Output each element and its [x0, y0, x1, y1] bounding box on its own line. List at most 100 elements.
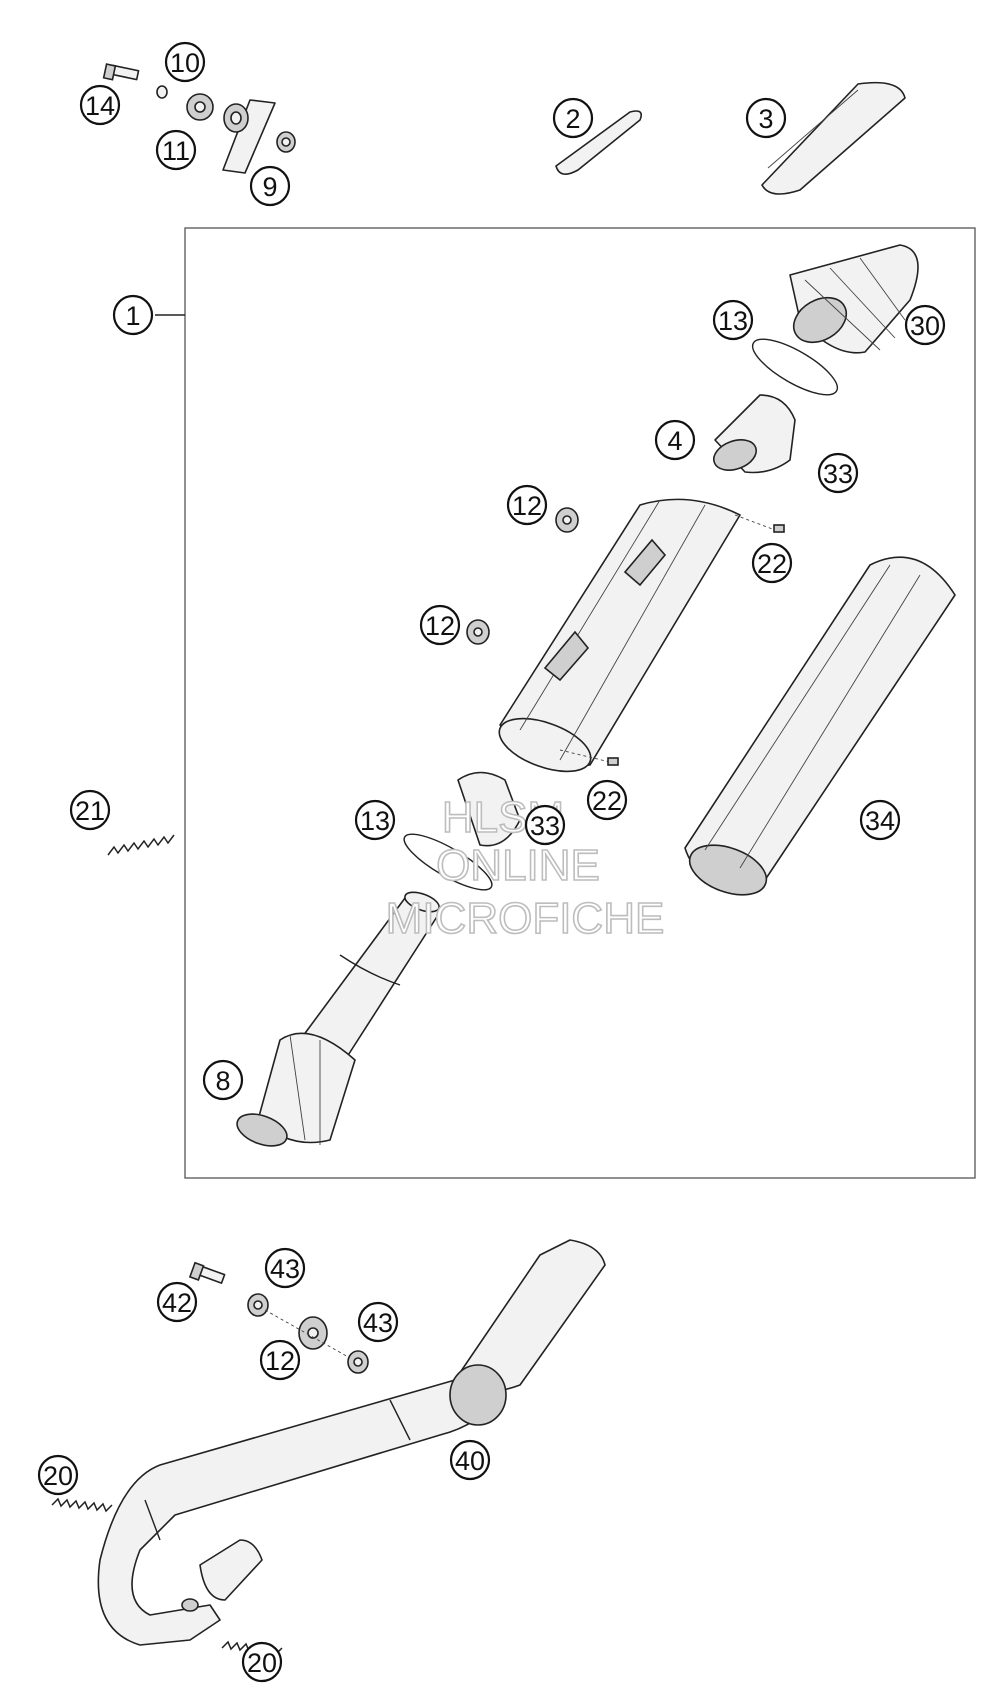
callout-c12b: 12 [419, 604, 461, 646]
callout-circle [654, 419, 696, 461]
callout-number: 10 [170, 48, 200, 78]
callout-number: 20 [247, 1648, 277, 1678]
callout-number: 40 [455, 1446, 485, 1476]
part-12-grommet-bottom [298, 1316, 328, 1350]
callout-number: 13 [718, 306, 748, 336]
part-10-washer [156, 85, 168, 99]
part-8-rear-pipe [236, 891, 441, 1147]
callout-number: 13 [360, 806, 390, 836]
callout-circle [155, 129, 197, 171]
callout-number: 12 [512, 491, 542, 521]
callout-c21: 21 [69, 789, 111, 831]
callout-number: 11 [162, 136, 190, 166]
callout-c13a: 13 [712, 299, 754, 341]
callout-circle [259, 1339, 301, 1381]
watermark: HLSM ONLINE MICROFICHE [385, 792, 665, 944]
watermark-line2: ONLINE [436, 841, 600, 890]
callout-number: 43 [363, 1308, 393, 1338]
callout-c30: 30 [904, 304, 946, 346]
callout-circle [37, 1454, 79, 1496]
part-22-screw-upper [734, 514, 785, 533]
callout-c3: 3 [745, 97, 787, 139]
callout-c8: 8 [202, 1059, 244, 1101]
part-43-washer-upper [247, 1293, 269, 1317]
bolt-axis-line [264, 1309, 351, 1359]
callout-c9: 9 [249, 165, 291, 207]
callout-c22a: 22 [751, 542, 793, 584]
silencer-assembly-box [184, 227, 976, 1179]
callout-c22b: 22 [586, 779, 628, 821]
callout-circle [264, 1247, 306, 1289]
part-12-grommet-lower [466, 619, 490, 645]
callout-number: 33 [530, 811, 560, 841]
callout-c2: 2 [552, 97, 594, 139]
callout-number: 20 [43, 1461, 73, 1491]
callout-circle [357, 1301, 399, 1343]
callout-number: 43 [270, 1254, 300, 1284]
part-21-spring [107, 834, 175, 856]
callout-c10: 10 [164, 41, 206, 83]
part-34-outer-sleeve [684, 556, 956, 896]
callout-c13b: 13 [354, 799, 396, 841]
watermark-line3: MICROFICHE [386, 894, 665, 943]
callout-c11: 11 [155, 129, 197, 171]
callout-circle [712, 299, 754, 341]
callout-number: 9 [262, 172, 277, 202]
part-12-grommet-upper [555, 507, 579, 533]
callout-circle [586, 779, 628, 821]
callout-number: 33 [823, 459, 853, 489]
part-40-header-pipe [97, 1239, 606, 1646]
callout-circle [69, 789, 111, 831]
callout-number: 34 [865, 806, 895, 836]
callout-circle [354, 799, 396, 841]
part-9-nut [276, 131, 296, 153]
callout-c20b: 20 [241, 1641, 283, 1683]
callout-c12c: 12 [259, 1339, 301, 1381]
callout-c33b: 33 [524, 804, 566, 846]
callout-number: 30 [910, 311, 940, 341]
callout-number: 3 [758, 104, 773, 134]
part-13-o-ring-lower [403, 833, 493, 891]
callout-number: 4 [667, 426, 682, 456]
part-43-washer-lower [347, 1350, 369, 1374]
callout-c4: 4 [654, 419, 696, 461]
callout-labels: 14 10 11 9 2 3 1 13 30 4 33 12 22 12 21 22 13 33 34 8 43 42 43… [37, 41, 946, 1683]
callout-c1: 1 [112, 294, 154, 336]
callout-number: 12 [425, 611, 455, 641]
callout-circle [449, 1439, 491, 1481]
callout-circle [904, 304, 946, 346]
callout-number: 22 [757, 549, 787, 579]
callout-circle [745, 97, 787, 139]
callout-c43a: 43 [264, 1247, 306, 1289]
callout-c34: 34 [859, 799, 901, 841]
part-9-bracket [222, 99, 276, 174]
part-30-end-cap [789, 244, 919, 354]
callout-circle [751, 542, 793, 584]
callout-circle [552, 97, 594, 139]
callout-circle [156, 1281, 198, 1323]
part-4-silencer-body [498, 498, 741, 773]
part-42-bolt [188, 1261, 226, 1284]
part-22-screw-lower [559, 749, 619, 766]
callout-circle [202, 1059, 244, 1101]
callout-c20a: 20 [37, 1454, 79, 1496]
part-13-o-ring-upper [751, 338, 839, 396]
callout-number: 21 [75, 796, 105, 826]
callout-c12a: 12 [506, 484, 548, 526]
callout-number: 1 [125, 301, 140, 331]
callout-c43b: 43 [357, 1301, 399, 1343]
callout-c40: 40 [449, 1439, 491, 1481]
callout-number: 2 [565, 104, 580, 134]
part-33-inner-cone-lower [457, 771, 521, 847]
callout-c33a: 33 [817, 452, 859, 494]
part-20-spring-left [51, 1497, 113, 1513]
callout-circle [817, 452, 859, 494]
callout-circle [419, 604, 461, 646]
callout-circle [524, 804, 566, 846]
callout-number: 42 [162, 1288, 192, 1318]
callout-c14: 14 [79, 84, 121, 126]
part-14-bolt [102, 63, 140, 81]
callout-circle [249, 165, 291, 207]
callout-number: 22 [592, 786, 622, 816]
